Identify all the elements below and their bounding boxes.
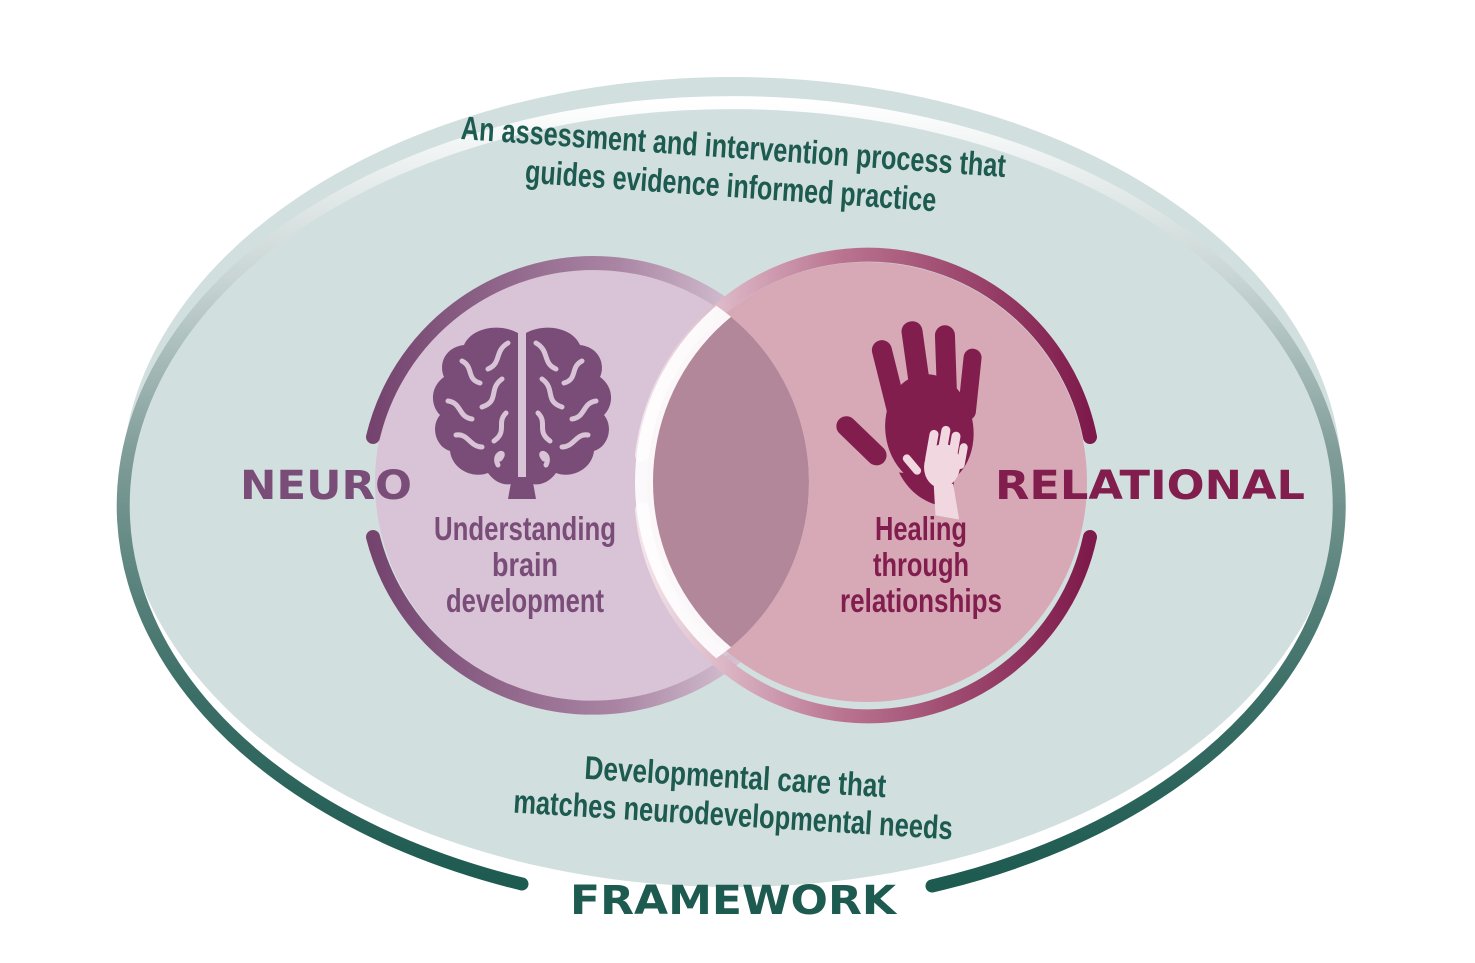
neuro-line2: brain bbox=[492, 546, 558, 583]
neuro-line1: Understanding bbox=[434, 510, 616, 547]
relational-line2: through bbox=[873, 546, 969, 583]
adult-and-child-hands-icon bbox=[836, 321, 982, 520]
neuro-description: Understanding brain development bbox=[434, 510, 616, 619]
brain-icon bbox=[432, 327, 612, 499]
relational-label: RELATIONAL bbox=[995, 463, 1305, 509]
relational-description: Healing through relationships bbox=[840, 510, 1002, 619]
framework-label: FRAMEWORK bbox=[570, 878, 898, 924]
relational-line3: relationships bbox=[840, 582, 1002, 619]
overlap-lens bbox=[635, 268, 809, 696]
relational-line1: Healing bbox=[875, 510, 967, 547]
neuro-label: NEURO bbox=[240, 463, 412, 509]
neuro-line3: development bbox=[446, 582, 604, 619]
